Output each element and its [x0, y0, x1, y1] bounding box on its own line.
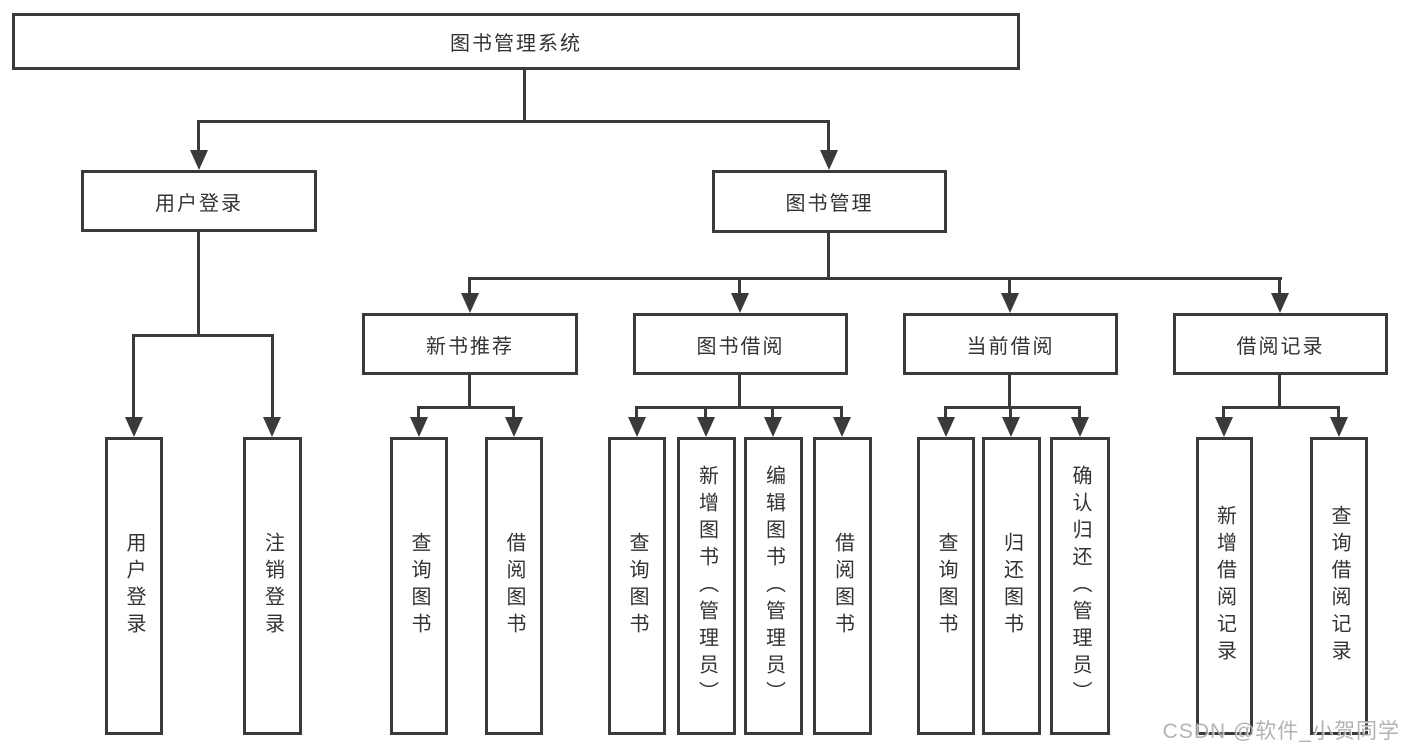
arrowhead-icon: [937, 417, 955, 437]
connector-bookmgmt-drop: [827, 233, 830, 279]
arrowhead-icon: [1002, 417, 1020, 437]
node-label: 确认归还（管理员）: [1069, 464, 1091, 708]
arrowhead-icon: [697, 417, 715, 437]
leaf-br-query-record: 查询借阅记录: [1310, 437, 1368, 735]
arrowhead-icon: [263, 417, 281, 437]
node-user-login: 用户登录: [81, 170, 317, 232]
node-label: 图书管理: [785, 193, 874, 215]
node-label: 注销登录: [261, 532, 284, 640]
arrowhead-icon: [833, 417, 851, 437]
node-label: 借阅记录: [1236, 335, 1325, 358]
connector-stem-user-login: [197, 120, 200, 154]
csdn-watermark: CSDN @软件_小贺同学: [1162, 720, 1400, 743]
connector-root-hbar: [197, 120, 830, 123]
connector-br-hbar: [1222, 406, 1340, 409]
node-label: 当前借阅: [966, 335, 1055, 358]
connector-bb-hbar: [635, 406, 843, 409]
connector-stem-current-borrow: [1008, 277, 1011, 297]
arrowhead-icon: [461, 293, 479, 313]
leaf-logout: 注销登录: [243, 437, 302, 735]
arrowhead-icon: [505, 417, 523, 437]
connector-stem: [1009, 406, 1012, 421]
node-label: 借阅图书: [831, 532, 854, 640]
leaf-bb-query-books: 查询图书: [608, 437, 666, 735]
node-new-book-recommend: 新书推荐: [362, 313, 578, 375]
node-label: 归还图书: [1000, 532, 1023, 640]
node-label: 用户登录: [123, 532, 145, 640]
arrowhead-icon: [764, 417, 782, 437]
connector-cb-hbar: [944, 406, 1081, 409]
leaf-nr-borrow-books: 借阅图书: [485, 437, 543, 735]
leaf-cb-return-books: 归还图书: [982, 437, 1041, 735]
connector-stem: [840, 406, 843, 421]
arrowhead-icon: [820, 150, 838, 170]
node-label: 查询图书: [935, 532, 957, 640]
node-label: 查询借阅记录: [1328, 505, 1350, 667]
node-library-system: 图书管理系统: [12, 13, 1020, 70]
leaf-user-login: 用户登录: [105, 437, 163, 735]
connector-stem: [1337, 406, 1340, 421]
arrowhead-icon: [410, 417, 428, 437]
leaf-bb-edit-books-admin: 编辑图书（管理员）: [744, 437, 803, 735]
node-label: 查询图书: [408, 532, 430, 640]
node-label: 编辑图书（管理员）: [762, 464, 785, 708]
connector-stem: [417, 406, 420, 421]
node-label: 新书推荐: [426, 335, 514, 358]
node-label: 图书管理系统: [450, 33, 582, 55]
connector-nr-hbar: [417, 406, 515, 409]
arrowhead-icon: [190, 150, 208, 170]
connector-bb-drop: [738, 375, 741, 408]
arrowhead-icon: [1001, 293, 1019, 313]
arrowhead-icon: [1071, 417, 1089, 437]
connector-userlogin-hbar: [132, 334, 274, 337]
node-borrow-records: 借阅记录: [1173, 313, 1388, 375]
arrowhead-icon: [1330, 417, 1348, 437]
leaf-nr-query-books: 查询图书: [390, 437, 448, 735]
connector-stem: [1078, 406, 1081, 421]
connector-userlogin-drop: [197, 232, 200, 336]
connector-stem-new-book: [468, 277, 471, 297]
leaf-cb-confirm-return-admin: 确认归还（管理员）: [1050, 437, 1110, 735]
connector-stem-leaf-login: [132, 334, 135, 422]
arrowhead-icon: [1271, 293, 1289, 313]
node-current-borrowing: 当前借阅: [903, 313, 1118, 375]
connector-stem: [512, 406, 515, 421]
connector-stem: [771, 406, 774, 421]
leaf-bb-add-books-admin: 新增图书（管理员）: [677, 437, 736, 735]
connector-stem: [944, 406, 947, 421]
connector-stem-book-mgmt: [827, 120, 830, 154]
leaf-br-add-record: 新增借阅记录: [1196, 437, 1253, 735]
connector-bookmgmt-hbar: [468, 277, 1282, 280]
node-label: 查询图书: [626, 532, 648, 640]
connector-stem: [1222, 406, 1225, 421]
connector-stem-book-borrow: [738, 277, 741, 297]
connector-stem-borrow-record: [1278, 277, 1281, 297]
leaf-bb-borrow-books: 借阅图书: [813, 437, 872, 735]
connector-stem-leaf-logout: [271, 334, 274, 422]
connector-cb-drop: [1008, 375, 1011, 408]
node-label: 新增图书（管理员）: [695, 464, 718, 708]
node-book-management: 图书管理: [712, 170, 947, 233]
arrowhead-icon: [628, 417, 646, 437]
connector-br-drop: [1278, 375, 1281, 408]
connector-stem: [635, 406, 638, 421]
node-label: 新增借阅记录: [1213, 505, 1236, 667]
arrowhead-icon: [731, 293, 749, 313]
connector-root-drop: [523, 69, 526, 122]
node-label: 图书借阅: [696, 335, 785, 358]
connector-stem: [704, 406, 707, 421]
node-book-borrowing: 图书借阅: [633, 313, 848, 375]
arrowhead-icon: [125, 417, 143, 437]
leaf-cb-query-books: 查询图书: [917, 437, 975, 735]
connector-nr-drop: [468, 375, 471, 408]
node-label: 用户登录: [155, 192, 243, 215]
arrowhead-icon: [1215, 417, 1233, 437]
node-label: 借阅图书: [503, 532, 525, 640]
